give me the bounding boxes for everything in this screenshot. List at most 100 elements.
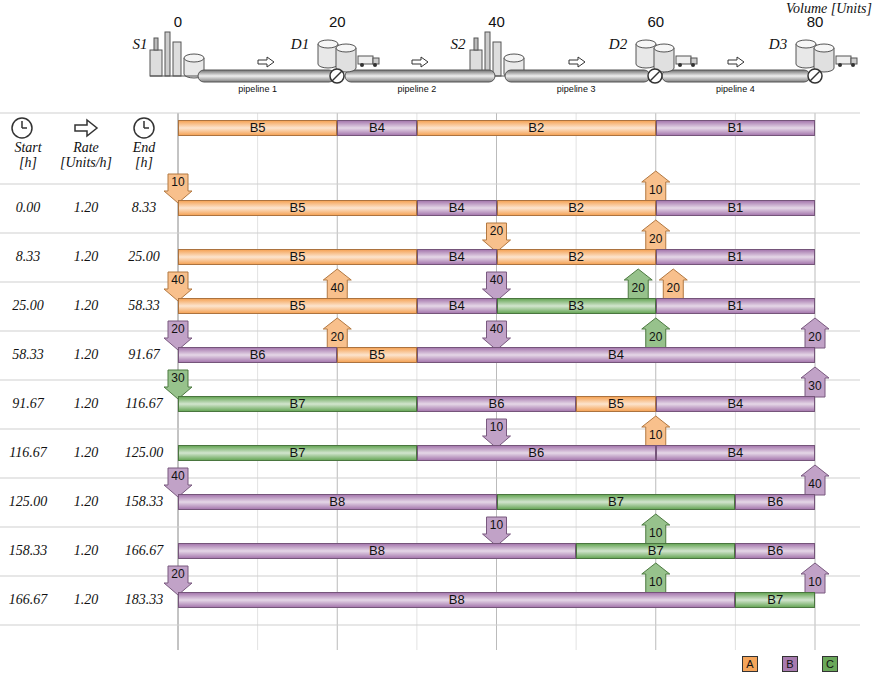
volume-callout: 30 bbox=[808, 380, 821, 393]
volume-callout: 30 bbox=[171, 372, 184, 385]
volume-callout: 10 bbox=[649, 184, 662, 197]
batch-segment: B4 bbox=[656, 445, 815, 461]
site-label: D2 bbox=[609, 36, 627, 53]
site-label: S2 bbox=[451, 36, 466, 53]
column-header: Start [h] bbox=[14, 140, 41, 171]
batch-segment: B1 bbox=[656, 120, 815, 136]
callout-arrow bbox=[642, 416, 670, 446]
callout-arrow bbox=[642, 171, 670, 201]
rate-value: 1.20 bbox=[74, 249, 99, 264]
volume-callout: 20 bbox=[490, 225, 503, 238]
time-value: 58.33 bbox=[128, 298, 160, 313]
time-value: 158.33 bbox=[125, 494, 164, 509]
batch-segment: B4 bbox=[417, 249, 497, 265]
volume-callout: 20 bbox=[649, 331, 662, 344]
site-label: D3 bbox=[769, 36, 787, 53]
callout-arrows bbox=[164, 171, 829, 595]
volume-callout: 20 bbox=[171, 568, 184, 581]
grid-line bbox=[257, 113, 258, 650]
legend-label: B bbox=[786, 658, 793, 670]
pipeline bbox=[198, 70, 810, 82]
batch-segment: B5 bbox=[178, 120, 337, 136]
batch-segment: B5 bbox=[178, 200, 417, 216]
volume-callout: 40 bbox=[171, 470, 184, 483]
callout-arrow bbox=[659, 269, 687, 299]
pipeline-label: pipeline 1 bbox=[238, 85, 277, 95]
volume-callout: 20 bbox=[171, 323, 184, 336]
volume-callout: 10 bbox=[649, 429, 662, 442]
batch-segment: B1 bbox=[656, 298, 815, 314]
pipeline-label: pipeline 2 bbox=[398, 85, 437, 95]
axis-number: 20 bbox=[329, 14, 346, 31]
callout-arrow bbox=[164, 468, 192, 497]
batch-label: B2 bbox=[568, 250, 584, 264]
batch-segment: B4 bbox=[417, 347, 815, 363]
row-separator bbox=[0, 331, 860, 332]
batch-segment: B8 bbox=[178, 592, 735, 608]
batch-segment: B6 bbox=[735, 543, 815, 559]
batch-label: B7 bbox=[608, 495, 624, 509]
site-label: D1 bbox=[291, 36, 309, 53]
batch-label: B7 bbox=[648, 544, 664, 558]
legend-swatch: C bbox=[822, 656, 838, 672]
grid-line bbox=[735, 113, 736, 650]
volume-callout: 40 bbox=[490, 323, 503, 336]
batch-segment: B5 bbox=[337, 347, 417, 363]
batch-segment: B7 bbox=[178, 445, 417, 461]
rate-value: 1.20 bbox=[74, 396, 99, 411]
callout-arrow bbox=[801, 367, 829, 397]
batch-segment: B7 bbox=[497, 494, 736, 510]
batch-label: B2 bbox=[528, 121, 544, 135]
batch-segment: B5 bbox=[178, 298, 417, 314]
axis-number: 0 bbox=[174, 14, 182, 31]
callout-arrow bbox=[483, 223, 511, 252]
grid bbox=[0, 113, 860, 650]
batch-label: B4 bbox=[727, 397, 743, 411]
volume-callout: 20 bbox=[331, 331, 344, 344]
legend-label: C bbox=[826, 658, 834, 670]
volume-callout: 40 bbox=[808, 478, 821, 491]
axis-number: 80 bbox=[807, 14, 824, 31]
time-value: 125.00 bbox=[125, 445, 164, 460]
rate-value: 1.20 bbox=[74, 592, 99, 607]
batch-label: B7 bbox=[289, 397, 305, 411]
batch-label: B4 bbox=[727, 446, 743, 460]
batch-label: B4 bbox=[369, 121, 385, 135]
time-value: 166.67 bbox=[125, 543, 164, 558]
axis-title: Volume [Units] bbox=[786, 1, 872, 16]
rate-value: 1.20 bbox=[74, 445, 99, 460]
valve-symbol bbox=[330, 69, 822, 83]
batch-label: B4 bbox=[449, 201, 465, 215]
legend-label: A bbox=[746, 658, 753, 670]
batch-segment: B6 bbox=[178, 347, 337, 363]
batch-segment: B1 bbox=[656, 200, 815, 216]
batch-segment: B5 bbox=[178, 249, 417, 265]
time-value: 25.00 bbox=[128, 249, 160, 264]
row-separator bbox=[0, 576, 860, 577]
volume-callout: 10 bbox=[490, 421, 503, 434]
row-separator bbox=[0, 380, 860, 381]
row-separator bbox=[0, 478, 860, 479]
time-value: 8.33 bbox=[16, 249, 41, 264]
time-value: 25.00 bbox=[12, 298, 44, 313]
batch-label: B5 bbox=[289, 201, 305, 215]
time-value: 91.67 bbox=[128, 347, 160, 362]
batch-label: B5 bbox=[289, 299, 305, 313]
row-separator bbox=[0, 625, 860, 626]
time-value: 58.33 bbox=[12, 347, 44, 362]
pipeline-label: pipeline 3 bbox=[557, 85, 596, 95]
batch-segment: B4 bbox=[656, 396, 815, 412]
batch-label: B6 bbox=[250, 348, 266, 362]
volume-callout: 40 bbox=[171, 274, 184, 287]
time-value: 8.33 bbox=[132, 200, 157, 215]
row-separator bbox=[0, 527, 860, 528]
batch-segment: B8 bbox=[178, 494, 497, 510]
batch-label: B8 bbox=[329, 495, 345, 509]
callout-arrow bbox=[801, 318, 829, 348]
batch-label: B5 bbox=[608, 397, 624, 411]
axis-number: 60 bbox=[647, 14, 664, 31]
callout-arrow bbox=[483, 517, 511, 546]
batch-segment: B4 bbox=[337, 120, 417, 136]
